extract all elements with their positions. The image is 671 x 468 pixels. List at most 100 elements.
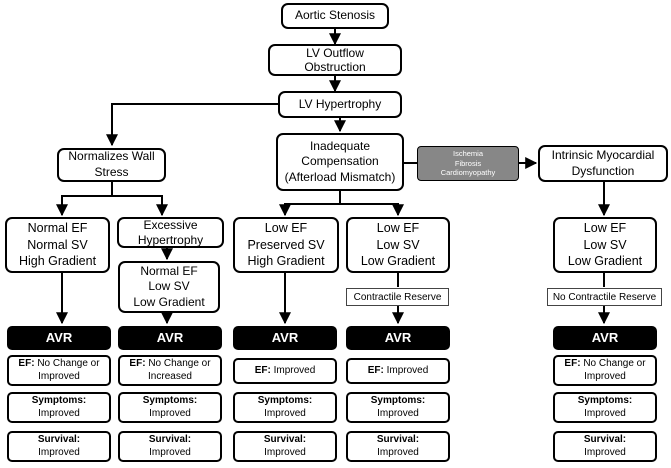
ef-label-col4: EF: bbox=[367, 364, 384, 376]
lv-outflow-label-line2: Obstruction bbox=[304, 60, 366, 74]
pattern-low-ef-low-gradient-no-reserve: Low EF Low SV Low Gradient bbox=[553, 217, 657, 273]
ef-outcome-col5: EF: No Change or Improved bbox=[553, 355, 657, 386]
ef-value-col3: Improved bbox=[273, 364, 316, 376]
ef-label-col1: EF: bbox=[18, 358, 35, 369]
avr-box-5: AVR bbox=[553, 326, 657, 350]
ef-outcome-col1: EF: No Change or Improved bbox=[7, 355, 111, 386]
avr-label-4: AVR bbox=[384, 329, 412, 345]
pattern-e-line2: Low SV bbox=[583, 237, 627, 252]
lv-outflow-obstruction-node: LV Outflow Obstruction bbox=[268, 44, 402, 76]
pattern-b-line3: Low Gradient bbox=[133, 294, 205, 309]
pattern-c-line1: Low EF bbox=[264, 220, 308, 235]
arrow-inadequate-to-pattern-c bbox=[279, 191, 341, 217]
avr-box-1: AVR bbox=[7, 326, 111, 350]
normalizes-wall-stress-node: Normalizes Wall Stress bbox=[57, 148, 166, 182]
pattern-c-line3: High Gradient bbox=[247, 254, 325, 269]
pattern-a-line2: Normal SV bbox=[27, 237, 88, 252]
aortic-stenosis-node: Aortic Stenosis bbox=[281, 3, 389, 29]
pattern-b-line2: Low SV bbox=[148, 279, 190, 294]
arrow-inadequate-to-pattern-d bbox=[340, 203, 404, 217]
pattern-e-line3: Low Gradient bbox=[567, 254, 643, 269]
symptoms-value-col2: Improved bbox=[149, 407, 191, 419]
excessive-hypertrophy-node: Excessive Hypertrophy bbox=[117, 217, 224, 248]
symptoms-label-col1: Symptoms: bbox=[31, 395, 87, 406]
survival-value-col5: Improved bbox=[584, 446, 626, 458]
symptoms-value-col1: Improved bbox=[38, 407, 80, 419]
survival-label-col2: Survival: bbox=[148, 434, 192, 445]
survival-value-col4: Improved bbox=[377, 446, 419, 458]
ef-value-col2-line2: Increased bbox=[148, 370, 192, 382]
avr-label-1: AVR bbox=[45, 329, 73, 345]
pattern-a-line1: Normal EF bbox=[27, 220, 88, 235]
pattern-normal-ef-high-gradient: Normal EF Normal SV High Gradient bbox=[5, 217, 110, 273]
symptoms-outcome-col3: Symptoms: Improved bbox=[233, 392, 337, 423]
pattern-b-line1: Normal EF bbox=[140, 263, 198, 278]
fibrosis-label: Fibrosis bbox=[454, 158, 482, 168]
no-contractile-reserve-label: No Contractile Reserve bbox=[547, 288, 662, 306]
ef-label-col5: EF: bbox=[564, 358, 581, 369]
symptoms-label-col5: Symptoms: bbox=[577, 395, 633, 406]
ef-value-col5-line2: Improved bbox=[584, 370, 626, 382]
ef-value-col1-line1: No Change or bbox=[37, 358, 100, 369]
pattern-d-line2: Low SV bbox=[376, 237, 420, 252]
pattern-low-ef-low-gradient-reserve: Low EF Low SV Low Gradient bbox=[346, 217, 450, 273]
pattern-d-line1: Low EF bbox=[376, 220, 420, 235]
intrinsic-label-line1: Intrinsic Myocardial bbox=[551, 147, 655, 162]
survival-label-col1: Survival: bbox=[37, 434, 81, 445]
ef-outcome-col4: EF: Improved bbox=[346, 358, 450, 384]
symptoms-outcome-col4: Symptoms: Improved bbox=[346, 392, 450, 423]
avr-label-5: AVR bbox=[591, 329, 619, 345]
symptoms-label-col2: Symptoms: bbox=[142, 395, 198, 406]
symptoms-value-col3: Improved bbox=[264, 407, 306, 419]
avr-box-4: AVR bbox=[346, 326, 450, 350]
symptoms-outcome-col2: Symptoms: Improved bbox=[118, 392, 222, 423]
survival-outcome-col1: Survival: Improved bbox=[7, 431, 111, 462]
survival-outcome-col4: Survival: Improved bbox=[346, 431, 450, 462]
inadequate-label-line3: (Afterload Mismatch) bbox=[284, 169, 396, 184]
arrow-hypertrophy-to-normalizes bbox=[106, 103, 278, 147]
arrow-normalizes-to-excessive bbox=[112, 195, 168, 217]
ef-value-col4: Improved bbox=[386, 364, 429, 376]
excessive-label-line1: Excessive bbox=[143, 218, 198, 233]
ef-label-col3: EF: bbox=[254, 364, 271, 376]
aortic-stenosis-label: Aortic Stenosis bbox=[294, 8, 376, 23]
no-contractile-reserve-text: No Contractile Reserve bbox=[552, 291, 657, 303]
survival-outcome-col5: Survival: Improved bbox=[553, 431, 657, 462]
contractile-reserve-label: Contractile Reserve bbox=[346, 288, 449, 306]
survival-value-col2: Improved bbox=[149, 446, 191, 458]
ef-label-col2: EF: bbox=[129, 358, 146, 369]
pattern-d-line3: Low Gradient bbox=[360, 254, 436, 269]
ef-value-col5-line1: No Change or bbox=[583, 358, 646, 369]
lv-hypertrophy-node: LV Hypertrophy bbox=[278, 91, 402, 118]
inadequate-compensation-node: Inadequate Compensation (Afterload Misma… bbox=[276, 133, 404, 191]
intrinsic-dysfunction-node: Intrinsic Myocardial Dysfunction bbox=[538, 145, 668, 182]
symptoms-outcome-col1: Symptoms: Improved bbox=[7, 392, 111, 423]
ef-outcome-col2: EF: No Change or Increased bbox=[118, 355, 222, 386]
ef-value-col1-line2: Improved bbox=[38, 370, 80, 382]
symptoms-label-col3: Symptoms: bbox=[257, 395, 313, 406]
intrinsic-label-line2: Dysfunction bbox=[571, 163, 635, 178]
avr-label-2: AVR bbox=[156, 329, 184, 345]
excessive-label-line2: Hypertrophy bbox=[137, 232, 204, 247]
contractile-reserve-text: Contractile Reserve bbox=[353, 291, 442, 303]
lv-outflow-label-line1: LV Outflow bbox=[306, 45, 364, 60]
survival-label-col4: Survival: bbox=[376, 434, 420, 445]
symptoms-outcome-col5: Symptoms: Improved bbox=[553, 392, 657, 423]
pattern-normal-ef-low-gradient: Normal EF Low SV Low Gradient bbox=[118, 261, 220, 313]
survival-outcome-col3: Survival: Improved bbox=[233, 431, 337, 462]
survival-label-col3: Survival: bbox=[263, 434, 307, 445]
survival-outcome-col2: Survival: Improved bbox=[118, 431, 222, 462]
arrow-normalizes-to-pattern-a bbox=[56, 182, 113, 217]
ef-outcome-col3: EF: Improved bbox=[233, 358, 337, 384]
symptoms-value-col4: Improved bbox=[377, 407, 419, 419]
lv-hypertrophy-label: LV Hypertrophy bbox=[298, 96, 382, 111]
pattern-c-line2: Preserved SV bbox=[247, 237, 325, 252]
avr-box-2: AVR bbox=[118, 326, 222, 350]
survival-value-col3: Improved bbox=[264, 446, 306, 458]
avr-box-3: AVR bbox=[233, 326, 337, 350]
ef-value-col2-line1: No Change or bbox=[148, 358, 211, 369]
pattern-a-line3: High Gradient bbox=[18, 254, 97, 269]
symptoms-value-col5: Improved bbox=[584, 407, 626, 419]
cardiomyopathy-label: Cardiomyopathy bbox=[440, 168, 496, 178]
